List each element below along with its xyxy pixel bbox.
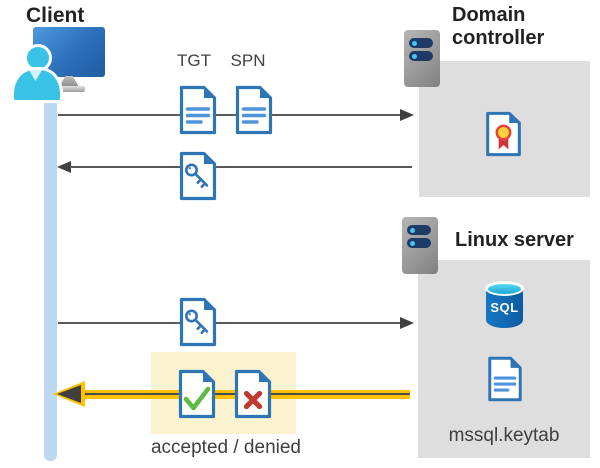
server-slot: [409, 51, 433, 61]
domain-controller-server-icon: [404, 30, 440, 87]
server-led-dot: [410, 227, 415, 233]
linux-server-icon: [402, 217, 438, 274]
arrow-result-head: [57, 385, 81, 403]
arrow-ticket-reply-head: [57, 160, 71, 173]
arrow-ticket-reply-line: [70, 166, 412, 168]
arrow-request-tickets-line: [58, 114, 401, 116]
keytab-filename-label: mssql.keytab: [448, 425, 560, 446]
server-slot: [407, 238, 431, 248]
client-title: Client: [26, 4, 85, 27]
certificate-document-icon: [486, 111, 521, 157]
accepted-document-icon: [178, 369, 216, 419]
key-document-icon: [179, 297, 217, 347]
key-document-icon: [179, 151, 217, 201]
accepted-denied-label: accepted / denied: [150, 437, 301, 458]
server-led-dot: [410, 240, 415, 246]
server-slot: [407, 225, 431, 235]
spn-label: SPN: [230, 51, 266, 70]
server-led-dot: [412, 53, 417, 59]
server-slot: [409, 38, 433, 48]
arrow-request-tickets-head: [400, 108, 414, 121]
sql-badge-label: SQL: [490, 300, 519, 315]
tgt-document-icon: [179, 85, 217, 135]
spn-document-icon: [235, 85, 273, 135]
monitor-stand-neck: [59, 76, 79, 87]
arrow-present-ticket-line: [58, 322, 401, 324]
denied-document-icon: [234, 369, 272, 419]
linux-server-title: Linux server: [455, 229, 574, 251]
client-timeline-bar: [44, 88, 57, 461]
person-icon-collar: [29, 70, 42, 81]
person-icon-body: [11, 67, 63, 103]
sql-database-top: [488, 283, 521, 294]
keytab-document-icon: [488, 356, 522, 402]
tgt-label: TGT: [177, 51, 211, 70]
monitor-stand-base: [53, 86, 85, 92]
server-led-dot: [412, 40, 417, 46]
arrow-present-ticket-head: [400, 316, 414, 329]
domain-controller-title: Domain controller: [452, 4, 545, 49]
